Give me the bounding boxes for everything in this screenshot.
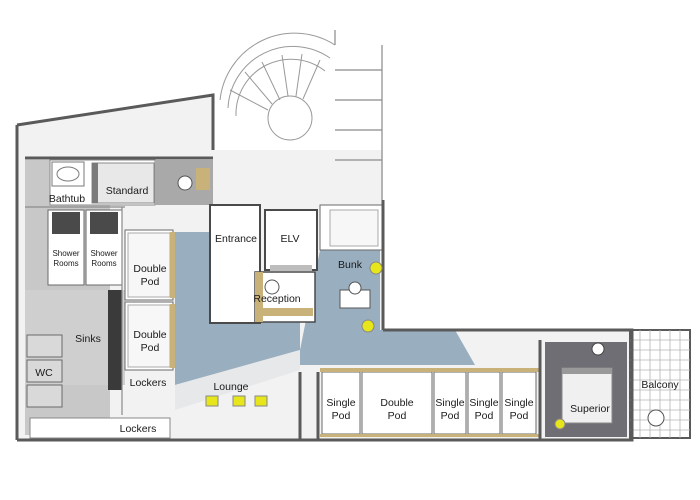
superior-headboard — [562, 368, 612, 374]
label-reception: Reception — [253, 293, 300, 305]
label-superior: Superior — [570, 403, 610, 415]
vanity-counter — [196, 168, 210, 190]
label-entrance: Entrance — [215, 233, 257, 245]
label-double-pod-1b: Pod — [141, 276, 160, 288]
label-single-pod-4b: Pod — [510, 410, 529, 422]
superior-toilet-icon — [591, 342, 605, 356]
superior-bed — [561, 367, 613, 424]
pod-control-strip — [108, 290, 122, 390]
label-double-pod-2b: Pod — [141, 342, 160, 354]
balcony-tiles — [629, 329, 691, 439]
label-single-pod-2b: Pod — [441, 410, 460, 422]
label-bathtub: Bathtub — [49, 193, 85, 205]
wc-cubicle-2 — [26, 359, 63, 383]
label-lounge: Lounge — [213, 381, 248, 393]
elevator-door — [270, 265, 312, 271]
label-shower-rooms-2b: Rooms — [91, 259, 116, 268]
bunk-bed — [329, 209, 379, 247]
wc-cubicle-3 — [26, 384, 63, 408]
reception-counter — [255, 272, 263, 322]
shower-tray-2 — [90, 212, 118, 234]
lockers-bottom-strip — [29, 417, 171, 439]
double-pod-3 — [361, 371, 433, 435]
standard-bed — [91, 162, 155, 204]
bunk-floor-blue — [300, 250, 475, 365]
building-walls — [15, 93, 634, 442]
spiral-staircase — [219, 30, 383, 200]
label-lockers-2: Lockers — [120, 423, 157, 435]
label-double-pod-1a: Double — [133, 263, 166, 275]
label-single-pod-3b: Pod — [475, 410, 494, 422]
bunk-sink-icon — [348, 281, 362, 295]
standard-bed-headboard — [92, 163, 98, 203]
balcony-table-icon — [647, 409, 665, 427]
single-pod-4 — [501, 371, 537, 435]
label-elv: ELV — [280, 233, 299, 245]
pod-row-wood-strip-bottom — [320, 434, 540, 437]
toilet-icon — [177, 175, 193, 191]
label-shower-rooms-1b: Rooms — [53, 259, 78, 268]
double-pod-2-wood — [170, 304, 175, 368]
double-pod-1-wood — [170, 232, 175, 298]
double-pod-2-bed — [127, 304, 171, 368]
yellow-seats — [205, 261, 566, 430]
single-pod-3 — [467, 371, 501, 435]
label-double-pod-3a: Double — [380, 397, 413, 409]
single-pod-1 — [321, 371, 361, 435]
shower-tray-1 — [52, 212, 80, 234]
entrance-room — [209, 204, 261, 324]
label-single-pod-3a: Single — [469, 397, 498, 409]
label-bunk: Bunk — [338, 259, 363, 271]
label-single-pod-4a: Single — [504, 397, 533, 409]
lounge-light-floor — [175, 350, 300, 410]
label-single-pod-2a: Single — [435, 397, 464, 409]
label-standard: Standard — [106, 185, 149, 197]
elevator-room — [264, 209, 318, 271]
label-balcony: Balcony — [641, 379, 679, 391]
reception-chair-icon — [264, 279, 280, 295]
wc-cubicle-1 — [26, 334, 63, 358]
bathtub-basin — [56, 166, 80, 182]
label-wc: WC — [35, 367, 53, 379]
label-double-pod-2a: Double — [133, 329, 166, 341]
double-pod-1-bed — [127, 232, 171, 298]
pod-row-wood-strip — [320, 368, 540, 372]
label-single-pod-1b: Pod — [332, 410, 351, 422]
label-shower-rooms-2a: Shower — [90, 249, 117, 258]
label-single-pod-1a: Single — [326, 397, 355, 409]
label-sinks: Sinks — [75, 333, 101, 345]
label-double-pod-3b: Pod — [388, 410, 407, 422]
label-shower-rooms-1a: Shower — [52, 249, 79, 258]
reception-counter-2 — [263, 308, 313, 316]
label-lockers-1: Lockers — [130, 377, 167, 389]
